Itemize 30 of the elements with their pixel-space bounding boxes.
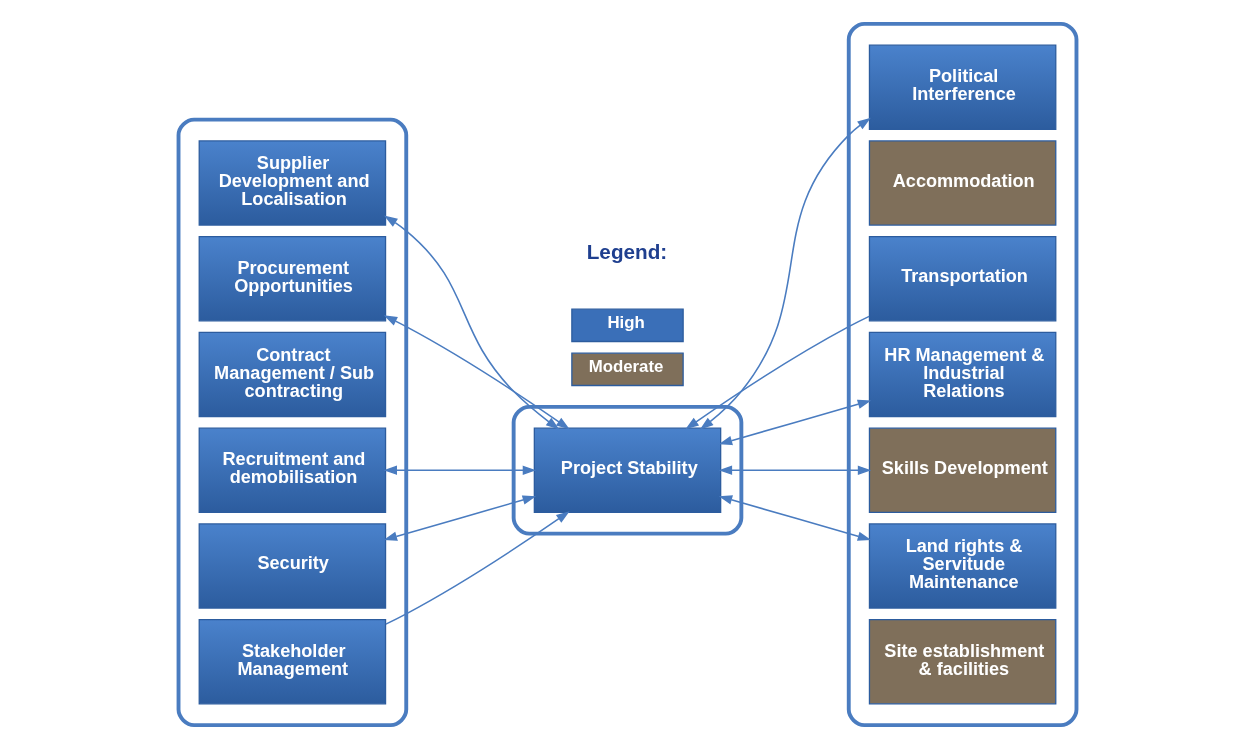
node-box: Security xyxy=(198,523,386,609)
arrow xyxy=(383,315,570,430)
node-box: Procurement Opportunities xyxy=(198,236,386,322)
arrow xyxy=(718,399,871,446)
node-box: Recruitment and demobilisation xyxy=(198,427,386,513)
arrow xyxy=(684,315,870,430)
node-box: Site establishment & facilities xyxy=(868,619,1056,705)
legend-label: Moderate xyxy=(588,357,663,377)
node-box: Transportation xyxy=(868,236,1056,322)
node-box: Contract Management / Sub contracting xyxy=(198,331,386,418)
arrow xyxy=(383,465,536,475)
node-box: Supplier Development and Localisation xyxy=(198,140,386,226)
node-box: Political Interference xyxy=(868,44,1056,130)
node-box: Accommodation xyxy=(868,140,1056,226)
legend-label: High xyxy=(606,313,645,333)
cluster xyxy=(176,117,408,728)
node-box: Project Stability xyxy=(533,427,721,513)
node-box: Skills Development xyxy=(868,427,1056,513)
cluster xyxy=(511,404,743,536)
arrow xyxy=(383,215,559,430)
arrow xyxy=(718,465,871,475)
arrow xyxy=(699,117,871,430)
cluster xyxy=(846,21,1078,728)
node-box: HR Management & Industrial Relations xyxy=(868,331,1056,418)
arrow xyxy=(383,495,536,541)
node-box: Land rights & Servitude Maintenance xyxy=(868,523,1056,609)
arrow xyxy=(384,511,570,625)
node-box: Stakeholder Management xyxy=(198,619,386,705)
label: Legend: xyxy=(586,240,667,264)
arrow xyxy=(718,495,871,541)
